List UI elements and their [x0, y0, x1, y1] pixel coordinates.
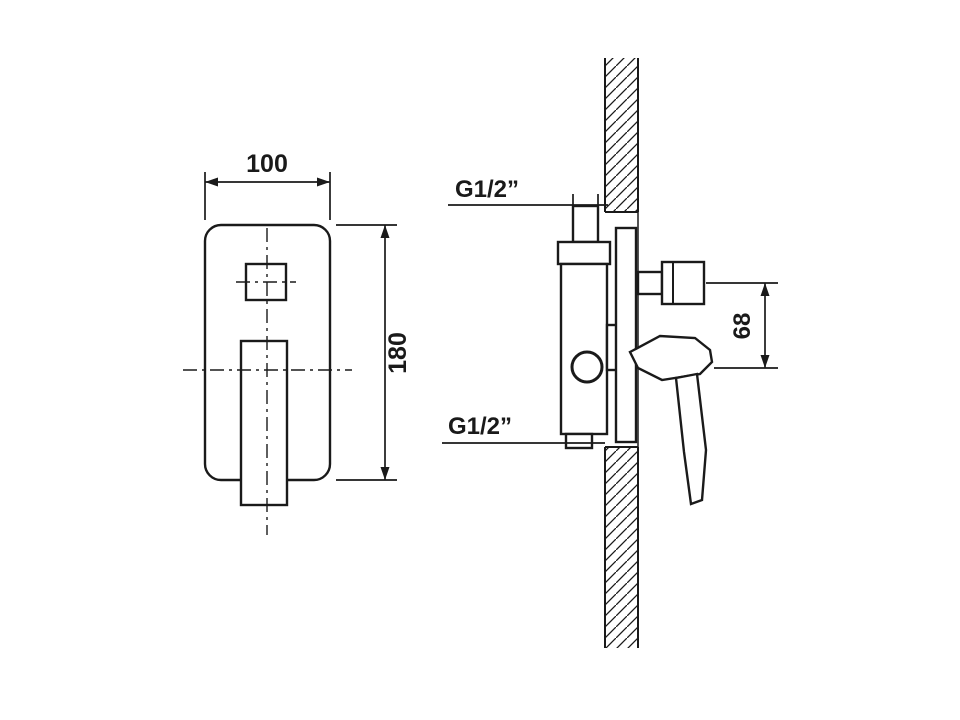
top-connection-label: G1/2” — [455, 176, 519, 203]
valve-body — [556, 194, 638, 450]
wall-section-bottom — [604, 446, 639, 648]
top-connection-callout: G1/2” — [448, 176, 608, 206]
valve-main-column — [559, 262, 609, 436]
bottom-connection-label: G1/2” — [448, 413, 512, 440]
offset-dimension: 68 — [706, 282, 778, 369]
escutcheon-flange — [614, 226, 638, 444]
valve-top-block — [556, 240, 612, 266]
top-inlet-pipe — [571, 204, 600, 244]
arrowhead-bottom — [380, 467, 390, 480]
lever-head — [628, 334, 714, 382]
arrowhead-left — [205, 177, 218, 187]
lever-blade — [674, 372, 708, 506]
diverter-knob — [636, 260, 706, 306]
pipe-cross-section — [570, 350, 604, 384]
bottom-connection-callout: G1/2” — [442, 413, 605, 444]
wall-section-top — [604, 58, 639, 213]
lever-handle — [628, 334, 714, 506]
side-view: G1/2” G1/2” 68 — [442, 58, 778, 648]
height-dimension: 180 — [336, 224, 412, 481]
diverter-stem — [636, 270, 664, 296]
wall-hatch-bottom — [605, 447, 638, 648]
lever-slot — [239, 339, 289, 507]
width-dimension-label: 100 — [246, 150, 288, 178]
offset-dimension-label: 68 — [729, 313, 756, 340]
height-dimension-label: 180 — [384, 332, 412, 374]
arrowhead-top — [380, 225, 390, 238]
arrowhead-right — [317, 177, 330, 187]
bottom-outlet-pipe — [564, 432, 594, 450]
diverter-knob-body — [660, 260, 706, 306]
front-view: 100 180 — [183, 150, 412, 535]
wall-hatch-top — [605, 58, 638, 212]
arrowhead-top — [760, 283, 770, 296]
width-dimension: 100 — [204, 150, 331, 220]
arrowhead-bottom — [760, 355, 770, 368]
